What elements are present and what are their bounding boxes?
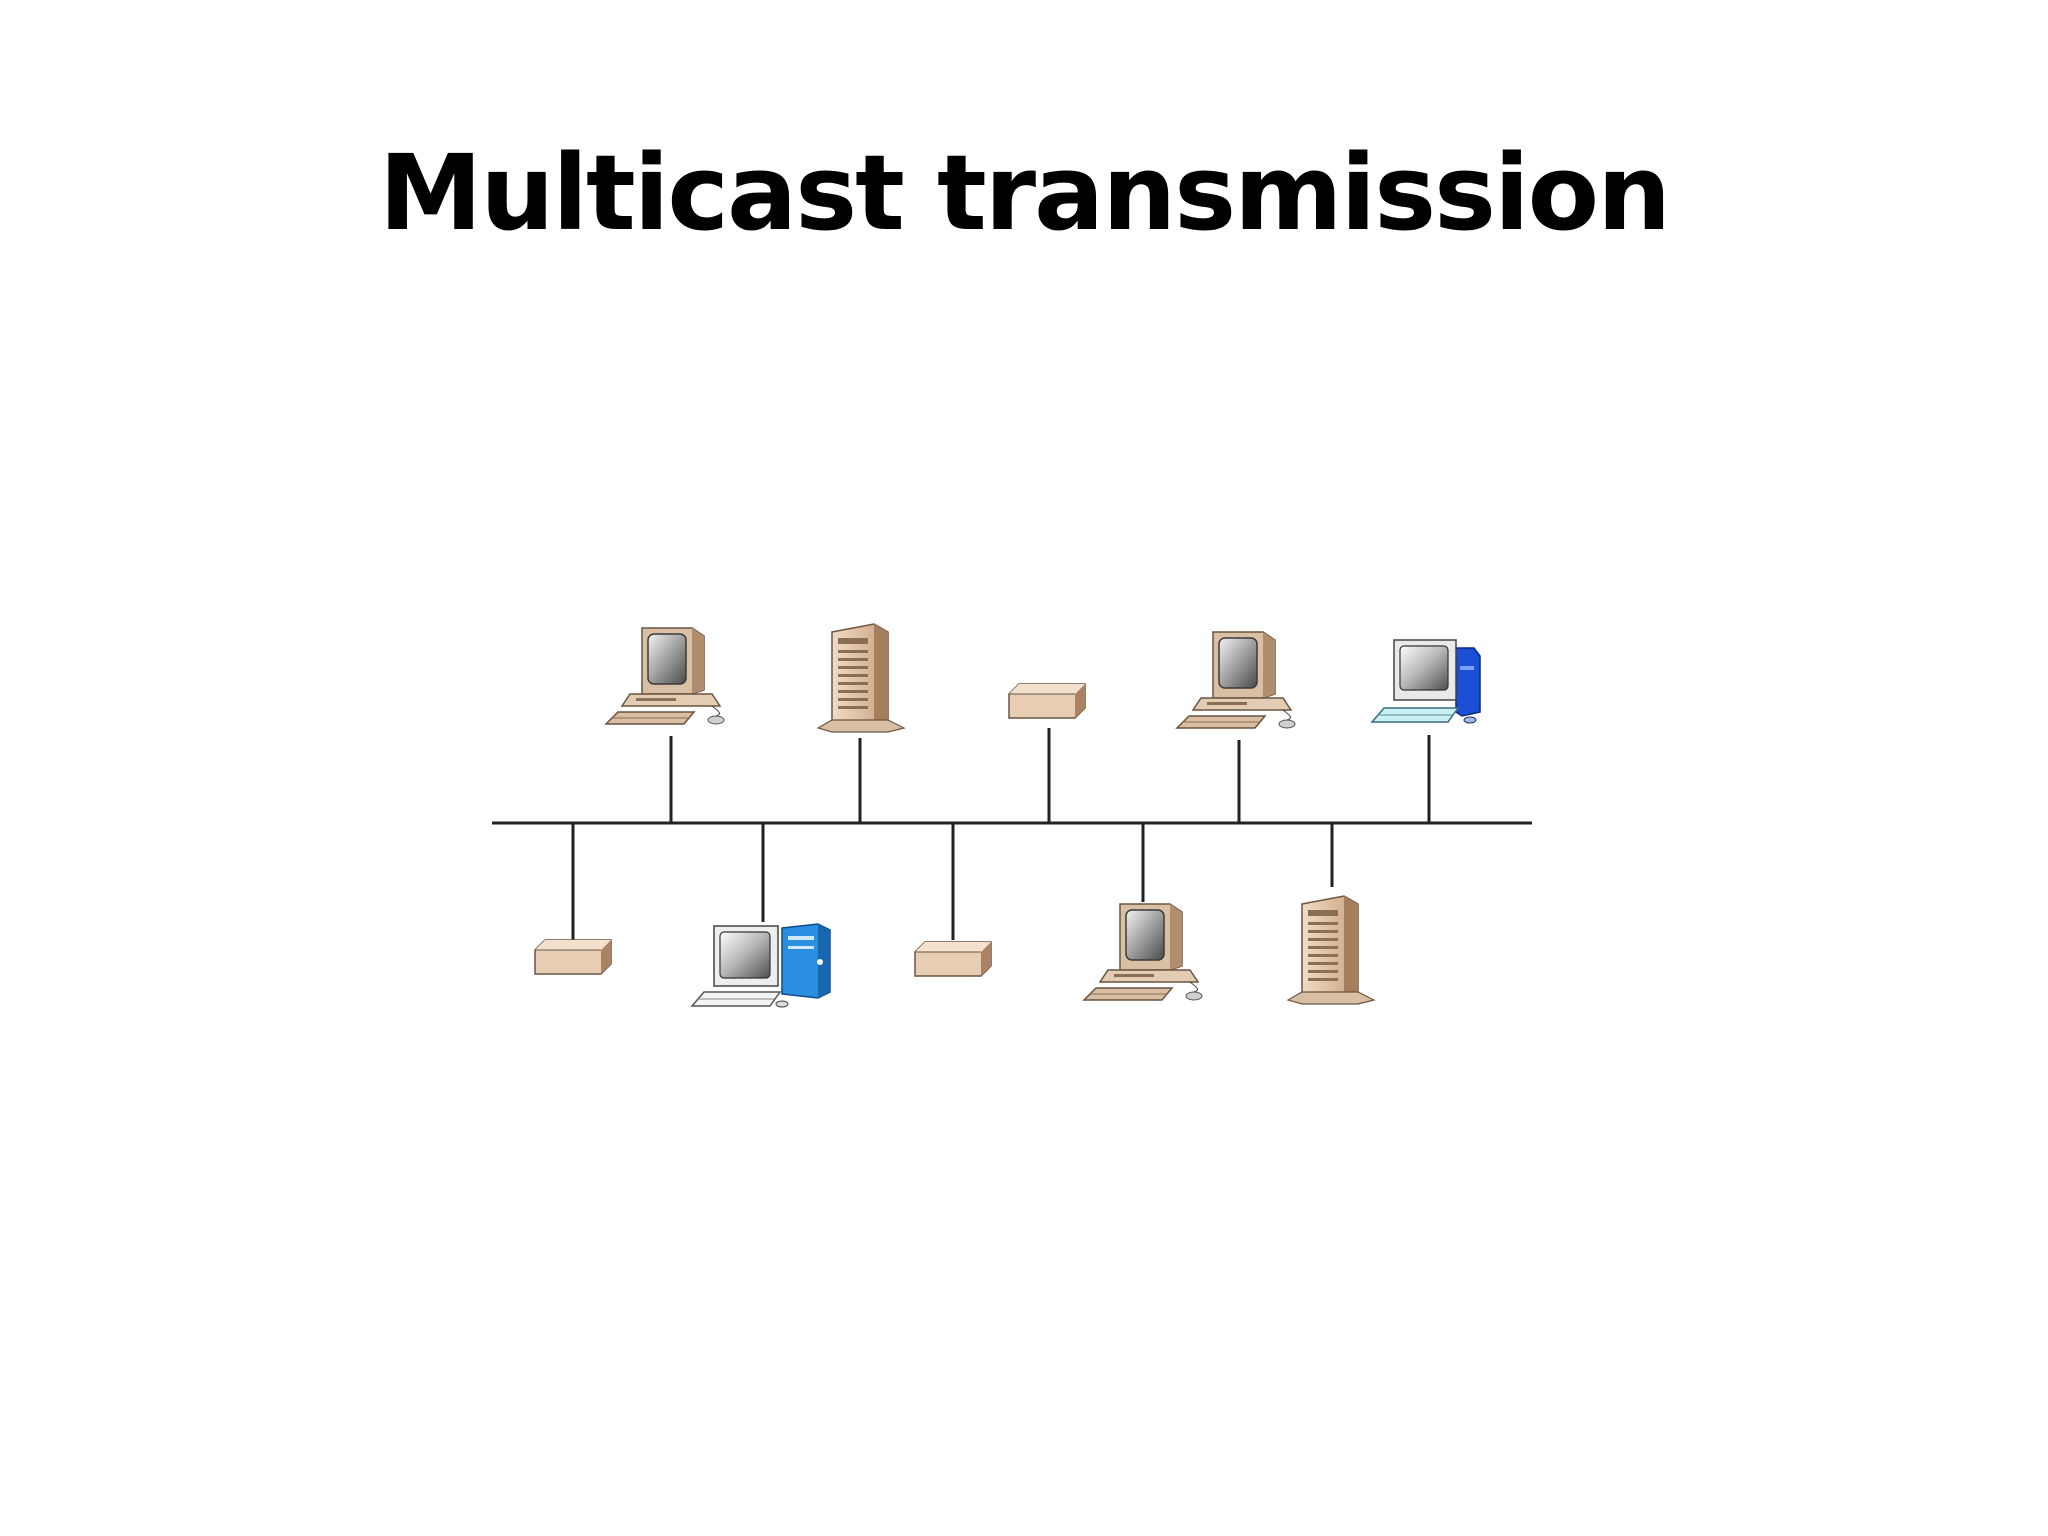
desktop-computer-blue-icon (1370, 639, 1481, 724)
desktop-computer-icon (604, 627, 725, 725)
desktop-computer-icon (1082, 903, 1203, 1001)
network-box-icon (534, 939, 612, 975)
workstation-blue-tower-icon (690, 923, 831, 1008)
network-box-icon (1008, 683, 1086, 719)
desktop-computer-icon (1175, 631, 1296, 729)
network-box-icon (914, 941, 992, 977)
tower-server-icon (816, 623, 906, 733)
tower-server-icon (1286, 895, 1376, 1005)
slide-title: Multicast transmission (378, 132, 1671, 254)
